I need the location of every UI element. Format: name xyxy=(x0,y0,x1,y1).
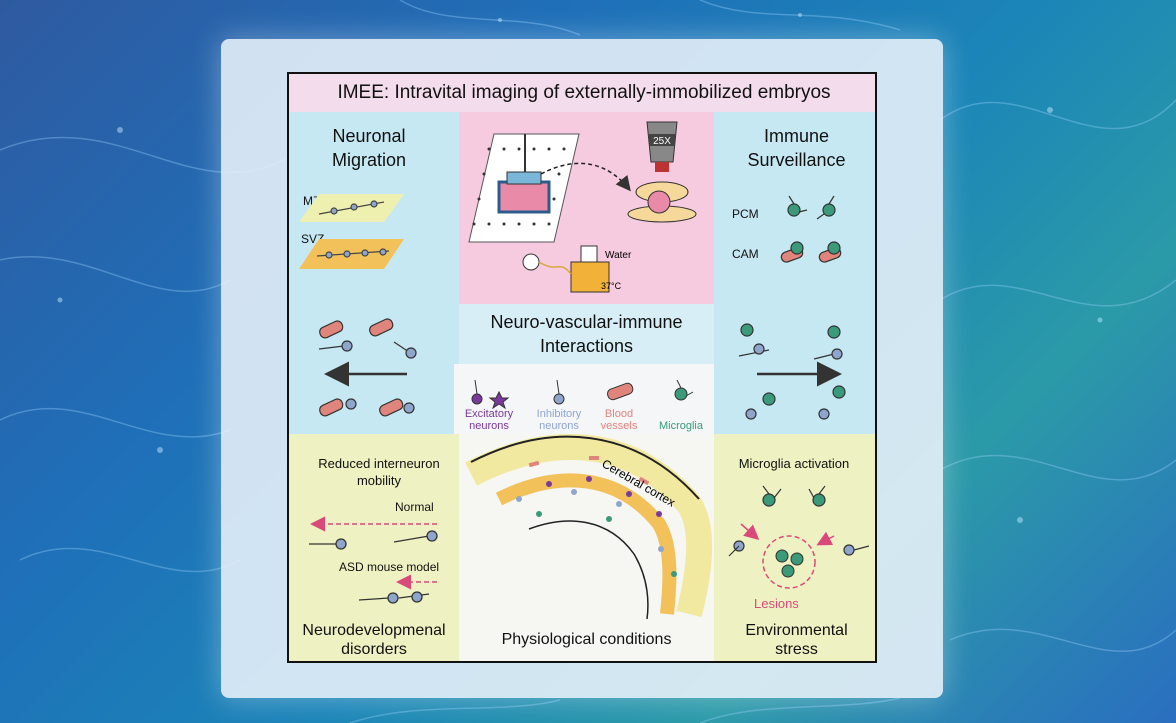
neurodev-footer-2: disorders xyxy=(341,641,407,658)
bottom-right-microglia xyxy=(762,485,826,507)
objective-lens-icon: 25X xyxy=(646,121,678,172)
cortex-section xyxy=(465,434,713,620)
temp-label: 37°C xyxy=(601,281,622,291)
immune-surveillance-panel xyxy=(714,112,875,434)
pump-icon xyxy=(522,253,540,271)
legend-vessels-line1: Blood xyxy=(604,408,634,420)
environmental-footer-2: stress xyxy=(775,641,818,658)
objective-label: 25X xyxy=(653,136,671,147)
legend-vessels-line2: vessels xyxy=(600,420,638,432)
water-bath-icon: Water 37°C xyxy=(570,245,632,293)
water-label: Water xyxy=(605,250,632,261)
legend-inhibitory: Inhibitory neurons xyxy=(524,408,594,432)
legend-inhibitory-line2: neurons xyxy=(539,420,579,432)
neurodev-footer-1: Neurodevelopmenal xyxy=(302,622,446,639)
normal-label: Normal xyxy=(395,500,434,514)
embryo-chamber-icon xyxy=(627,181,697,223)
lesion-arrow-left xyxy=(740,523,760,540)
cam-label: CAM xyxy=(732,247,759,261)
title-bar xyxy=(289,74,875,112)
lesion-cells xyxy=(775,549,804,578)
physiological-footer: Physiological conditions xyxy=(501,631,672,648)
asd-label: ASD mouse model xyxy=(339,560,440,574)
neuronal-heading-2: Migration xyxy=(331,150,407,170)
cam-cells xyxy=(780,241,842,263)
legend-vessels: Blood vessels xyxy=(589,408,649,432)
legend-excitatory-line2: neurons xyxy=(469,420,509,432)
diagram-graphics: 25X Water 37°C xyxy=(299,121,870,620)
legend-microglia: Microglia xyxy=(651,420,711,432)
legend-excitatory-line1: Excitatory xyxy=(464,408,514,420)
lesion-neurons xyxy=(728,540,870,557)
microglia-activation: Microglia activation xyxy=(738,456,850,471)
lesion-arrow-right xyxy=(816,531,835,546)
legend-inhibitory-line1: Inhibitory xyxy=(536,408,582,420)
neurodevelopmental-panel xyxy=(289,434,459,661)
lesions-label: Lesions xyxy=(754,596,799,611)
tubing xyxy=(538,261,572,275)
legend-excitatory: Excitatory neurons xyxy=(454,408,524,432)
pcm-label: PCM xyxy=(732,207,759,221)
center-heading-1: Neuro-vascular-immune xyxy=(490,312,683,332)
lesion-circle xyxy=(762,535,816,589)
legend-microglia-line1: Microglia xyxy=(658,420,703,432)
environmental-footer-1: Environmental xyxy=(745,622,848,639)
diagram-frame: IMEE: Intravital imaging of externally-i… xyxy=(287,72,877,663)
pcm-cells xyxy=(787,195,836,220)
neuronal-heading-1: Neuronal xyxy=(332,126,406,146)
reduced-mobility-1: Reduced interneuron xyxy=(318,456,440,471)
reduced-mobility-2: mobility xyxy=(356,473,402,488)
immune-heading-1: Immune xyxy=(763,126,830,146)
bottom-left-neurons xyxy=(309,530,438,604)
slab-neurons xyxy=(316,200,390,259)
imaging-stage-icon xyxy=(468,133,580,243)
setup-arrow xyxy=(540,162,631,192)
neuronal-migration-panel xyxy=(289,112,459,434)
mid-left-cells xyxy=(318,318,417,417)
legend-icons xyxy=(471,379,694,410)
center-heading-2: Interactions xyxy=(539,336,634,356)
immune-heading-2: Surveillance xyxy=(747,150,846,170)
page-title: IMEE: Intravital imaging of externally-i… xyxy=(337,82,831,103)
mid-right-cells xyxy=(738,323,846,420)
